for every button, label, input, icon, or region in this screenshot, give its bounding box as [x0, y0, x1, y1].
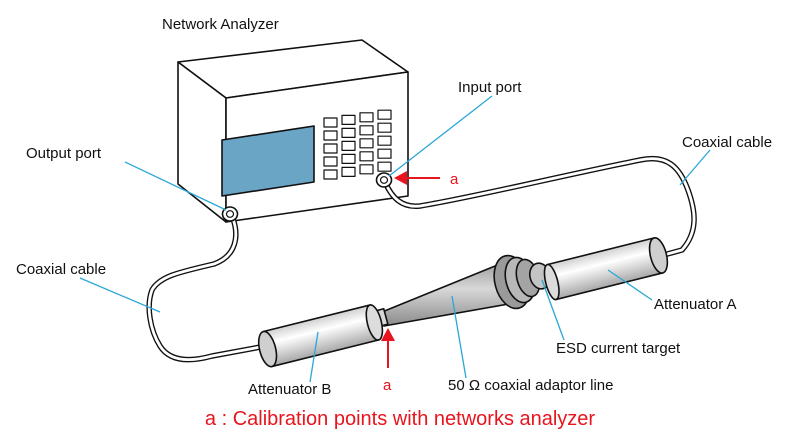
- label-coaxial-cable-left: Coaxial cable: [16, 261, 106, 278]
- input-port-connector: [375, 172, 393, 188]
- keypad-key: [341, 140, 356, 151]
- attenuator-a-body: [543, 236, 669, 301]
- caption: a : Calibration points with networks ana…: [205, 408, 596, 430]
- keypad-key: [377, 161, 392, 172]
- label-adaptor-line: 50 Ω coaxial adaptor line: [448, 377, 613, 394]
- keypad-key: [323, 117, 338, 128]
- left-coaxial-cable: [146, 213, 269, 363]
- keypad-key: [323, 169, 338, 180]
- label-input-port: Input port: [458, 79, 522, 96]
- keypad-key: [323, 156, 338, 167]
- network-analyzer-device: [177, 39, 409, 223]
- label-attenuator-a: Attenuator A: [654, 296, 737, 313]
- leader-lines: [79, 95, 711, 383]
- leader-attenuator-a: [607, 269, 653, 301]
- analyzer-screen: [221, 125, 315, 197]
- calibration-marker-top: [394, 171, 440, 185]
- keypad-key: [341, 127, 356, 138]
- keypad-key: [359, 151, 374, 162]
- leader-attenuator-b: [309, 331, 319, 383]
- keypad-key: [341, 114, 356, 126]
- leader-adaptor-line: [451, 295, 467, 379]
- keypad-key: [323, 143, 338, 154]
- label-coaxial-cable-right: Coaxial cable: [682, 134, 772, 151]
- keypad-key: [341, 153, 356, 164]
- keypad-key: [359, 138, 374, 149]
- keypad-key: [323, 130, 338, 141]
- right-coaxial-cable: [382, 155, 697, 259]
- keypad-key: [359, 125, 374, 136]
- attenuator-b-body: [257, 304, 384, 368]
- keypad-key: [359, 164, 374, 175]
- arrow-up-icon: [381, 328, 395, 341]
- arrow-left-icon: [394, 171, 407, 185]
- keypad-key: [377, 148, 392, 159]
- keypad-key: [359, 112, 374, 123]
- leader-esd-target: [541, 279, 565, 341]
- label-esd-current-target: ESD current target: [556, 340, 681, 357]
- output-port-connector: [221, 206, 239, 222]
- leader-input-port: [388, 95, 493, 177]
- label-marker-a-bottom: a: [383, 377, 392, 394]
- label-network-analyzer: Network Analyzer: [162, 16, 279, 33]
- calibration-marker-bottom: [381, 328, 395, 368]
- label-output-port: Output port: [26, 145, 102, 162]
- keypad-key: [377, 135, 392, 146]
- analyzer-keypad: [323, 109, 392, 180]
- keypad-key: [377, 109, 392, 120]
- label-attenuator-b: Attenuator B: [248, 381, 331, 398]
- label-marker-a-top: a: [450, 171, 459, 188]
- leader-coaxial-cable-left: [79, 277, 161, 313]
- keypad-key: [341, 166, 356, 177]
- keypad-key: [377, 122, 392, 133]
- leader-coaxial-cable-right: [679, 149, 711, 186]
- leader-output-port: [124, 161, 227, 211]
